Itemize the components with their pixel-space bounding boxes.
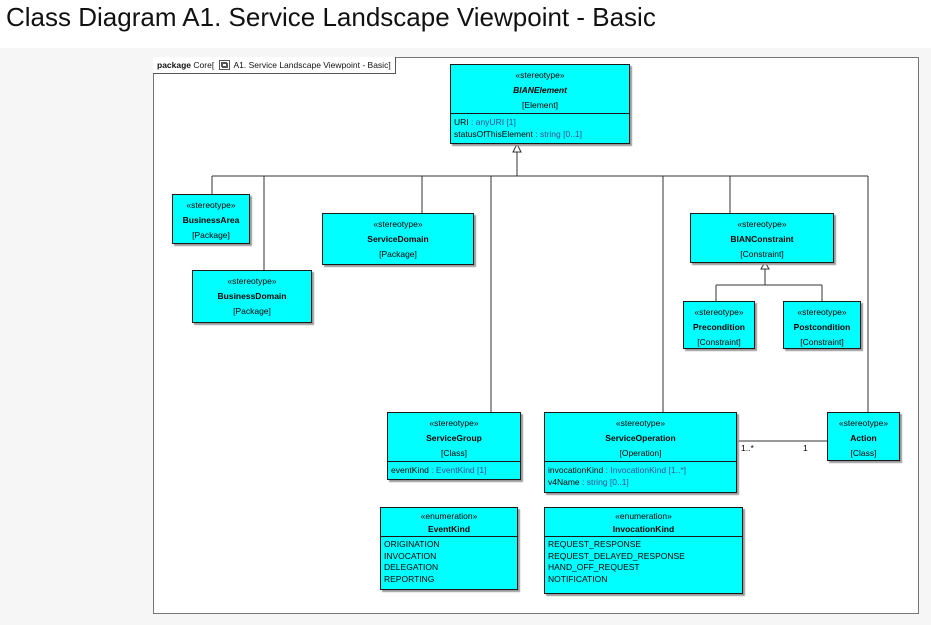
attribute-compartment: URI : anyURI [1] statusOfThisElement : s… bbox=[451, 113, 629, 142]
class-meta: [Constraint] bbox=[800, 337, 844, 347]
class-meta: [Constraint] bbox=[740, 249, 784, 259]
stereotype-label: «stereotype» bbox=[797, 307, 847, 317]
enum-literal[interactable]: REQUEST_RESPONSE bbox=[548, 539, 642, 549]
class-name: Precondition bbox=[693, 322, 745, 332]
enumeration-label: «enumeration» bbox=[615, 511, 672, 521]
action-class[interactable]: «stereotype» Action [Class] bbox=[827, 412, 900, 461]
page-title: Class Diagram A1. Service Landscape View… bbox=[6, 2, 656, 32]
stereotype-label: «stereotype» bbox=[429, 418, 479, 428]
enum-literal[interactable]: REPORTING bbox=[384, 573, 435, 584]
literal-compartment: ORIGINATION INVOCATION DELEGATION REPORT… bbox=[381, 536, 517, 587]
target-multiplicity: 1 bbox=[803, 443, 808, 453]
business-area-class[interactable]: «stereotype» BusinessArea [Package] bbox=[172, 194, 250, 244]
stereotype-label: «stereotype» bbox=[737, 219, 787, 229]
postcondition-class[interactable]: «stereotype» Postcondition [Constraint] bbox=[783, 301, 861, 349]
class-name: ServiceOperation bbox=[605, 433, 676, 443]
class-meta: [Element] bbox=[522, 100, 558, 110]
class-name: BIANElement bbox=[513, 85, 567, 95]
class-name: BIANConstraint bbox=[730, 234, 794, 244]
enum-literal[interactable]: INVOCATION bbox=[384, 550, 437, 561]
stereotype-label: «stereotype» bbox=[373, 219, 423, 229]
class-name: Postcondition bbox=[793, 322, 851, 332]
generalization-arrow bbox=[760, 260, 770, 270]
precondition-class[interactable]: «stereotype» Precondition [Constraint] bbox=[683, 301, 755, 349]
class-name: BusinessArea bbox=[182, 215, 240, 225]
bracket-close: ] bbox=[388, 60, 391, 70]
attribute-row[interactable]: invocationKind : InvocationKind [1..*] bbox=[548, 465, 686, 475]
class-meta: [Package] bbox=[192, 230, 230, 240]
stereotype-label: «stereotype» bbox=[838, 418, 889, 428]
service-operation-class[interactable]: «stereotype» ServiceOperation [Operation… bbox=[544, 412, 737, 493]
package-keyword: package bbox=[157, 60, 192, 70]
enum-literal[interactable]: HAND_OFF_REQUEST bbox=[548, 562, 640, 572]
generalization-arrow bbox=[512, 142, 522, 153]
diagram-name: A1. Service Landscape Viewpoint - Basic bbox=[233, 60, 389, 70]
bracket-open: [ bbox=[211, 60, 215, 70]
enumeration-name: InvocationKind bbox=[612, 524, 675, 534]
literal-compartment: REQUEST_RESPONSE REQUEST_DELAYED_RESPONS… bbox=[545, 536, 742, 587]
enum-literal[interactable]: REQUEST_DELAYED_RESPONSE bbox=[548, 550, 685, 561]
attribute-row[interactable]: URI : anyURI [1] bbox=[454, 117, 516, 127]
attribute-compartment: invocationKind : InvocationKind [1..*] v… bbox=[545, 461, 736, 490]
source-multiplicity: 1..* bbox=[741, 443, 754, 453]
class-meta: [Constraint] bbox=[697, 337, 741, 347]
attribute-row[interactable]: v4Name : string [0..1] bbox=[548, 477, 629, 487]
enum-literal[interactable]: DELEGATION bbox=[384, 562, 439, 572]
enumeration-name: EventKind bbox=[427, 524, 471, 534]
service-domain-class[interactable]: «stereotype» ServiceDomain [Package] bbox=[322, 213, 474, 265]
class-meta: [Package] bbox=[379, 249, 417, 259]
attribute-compartment: eventKind : EventKind [1] bbox=[388, 461, 520, 478]
stereotype-label: «stereotype» bbox=[615, 418, 666, 428]
bian-element-class[interactable]: «stereotype» BIANElement [Element] URI :… bbox=[450, 64, 630, 144]
service-group-class[interactable]: «stereotype» ServiceGroup [Class] eventK… bbox=[387, 412, 521, 480]
class-meta: [Operation] bbox=[619, 448, 662, 458]
bian-constraint-class[interactable]: «stereotype» BIANConstraint [Constraint] bbox=[690, 213, 834, 263]
stereotype-label: «stereotype» bbox=[694, 307, 744, 317]
class-name: ServiceGroup bbox=[426, 433, 482, 443]
business-domain-class[interactable]: «stereotype» BusinessDomain [Package] bbox=[192, 270, 312, 323]
stereotype-label: «stereotype» bbox=[227, 276, 277, 286]
class-meta: [Package] bbox=[233, 306, 271, 316]
event-kind-enumeration[interactable]: «enumeration» EventKind ORIGINATION INVO… bbox=[380, 507, 518, 590]
class-name: Action bbox=[850, 433, 877, 443]
package-name: Core bbox=[193, 60, 212, 70]
enum-literal[interactable]: NOTIFICATION bbox=[548, 573, 608, 584]
enum-literal[interactable]: ORIGINATION bbox=[384, 539, 440, 549]
attribute-row[interactable]: statusOfThisElement : string [0..1] bbox=[454, 129, 583, 139]
diagram-icon bbox=[218, 60, 230, 70]
stereotype-label: «stereotype» bbox=[515, 70, 565, 80]
class-meta: [Class] bbox=[850, 448, 877, 458]
class-name: BusinessDomain bbox=[217, 291, 287, 301]
enumeration-label: «enumeration» bbox=[420, 511, 478, 521]
package-tab[interactable]: package Core[ A1. Service Landscape View… bbox=[153, 57, 396, 74]
attribute-row[interactable]: eventKind : EventKind [1] bbox=[391, 465, 487, 475]
invocation-kind-enumeration[interactable]: «enumeration» InvocationKind REQUEST_RES… bbox=[544, 507, 743, 594]
class-meta: [Class] bbox=[441, 448, 467, 458]
class-name: ServiceDomain bbox=[367, 234, 429, 244]
stereotype-label: «stereotype» bbox=[186, 200, 236, 210]
